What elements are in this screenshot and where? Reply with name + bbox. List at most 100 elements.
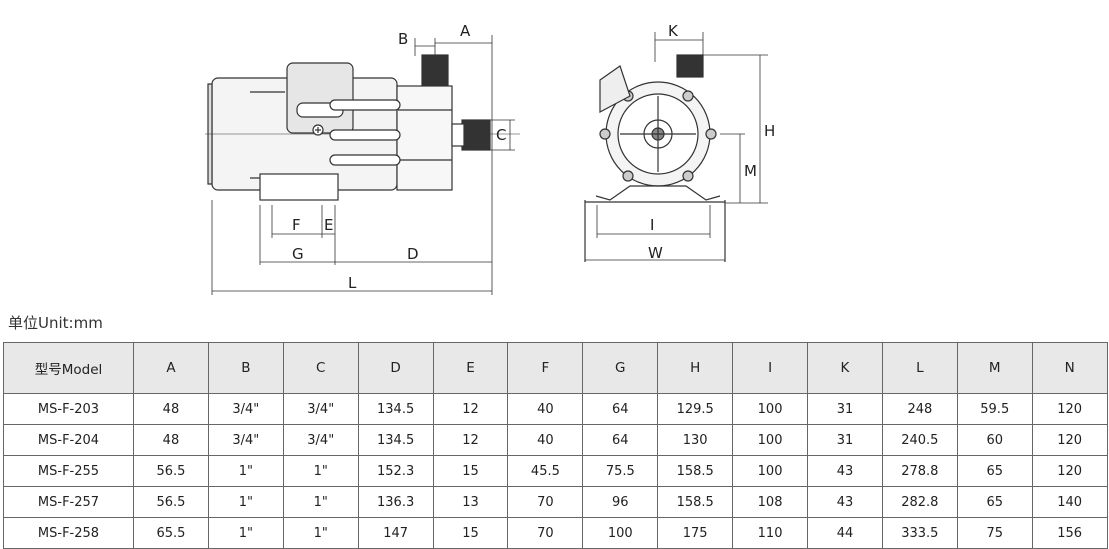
- table-cell: 3/4": [282, 393, 359, 425]
- table-cell: 70: [507, 517, 584, 549]
- table-cell: 1": [207, 486, 284, 518]
- dim-label-a: A: [460, 22, 471, 40]
- table-cell: 12: [432, 393, 509, 425]
- dim-label-e: E: [324, 216, 333, 234]
- header-model: 型号Model: [3, 342, 134, 394]
- dim-label-m: M: [744, 162, 757, 180]
- table-cell: 70: [507, 486, 584, 518]
- dim-label-f: F: [292, 216, 301, 234]
- table-cell: 56.5: [133, 486, 209, 518]
- table-cell: 129.5: [657, 393, 734, 425]
- dim-label-i: I: [650, 216, 654, 234]
- header-i: I: [732, 342, 809, 394]
- header-k: K: [807, 342, 883, 394]
- table-cell: 3/4": [207, 424, 284, 456]
- table-cell: 140: [1031, 486, 1108, 518]
- table-cell: 44: [807, 517, 883, 549]
- table-cell-model: MS-F-203: [3, 393, 134, 425]
- table-cell-model: MS-F-258: [3, 517, 134, 549]
- side-view: A B C D E F G L: [205, 22, 520, 295]
- dim-label-k: K: [668, 22, 679, 40]
- table-cell: 15: [432, 455, 509, 487]
- table-cell: 65: [956, 486, 1033, 518]
- header-d: D: [357, 342, 434, 394]
- table-cell: 147: [357, 517, 434, 549]
- table-cell: 65: [956, 455, 1033, 487]
- dim-label-l: L: [348, 274, 357, 292]
- front-view-labels: K H M I W: [648, 22, 775, 262]
- table-cell: 13: [432, 486, 509, 518]
- table-cell: 158.5: [657, 455, 734, 487]
- header-l: L: [881, 342, 958, 394]
- table-cell: 1": [207, 517, 284, 549]
- table-cell-model: MS-F-204: [3, 424, 134, 456]
- table-cell: 65.5: [133, 517, 209, 549]
- table-cell: 156: [1031, 517, 1108, 549]
- table-cell: 56.5: [133, 455, 209, 487]
- table-cell: 120: [1031, 424, 1108, 456]
- header-c: C: [282, 342, 359, 394]
- table-cell: 134.5: [357, 424, 434, 456]
- table-cell: 40: [507, 424, 584, 456]
- header-b: B: [207, 342, 284, 394]
- header-h: H: [657, 342, 734, 394]
- table-cell: 333.5: [881, 517, 958, 549]
- table-cell: 75: [956, 517, 1033, 549]
- pump-dimension-drawing: A B C D E F G L: [205, 22, 775, 295]
- table-cell: 1": [282, 455, 359, 487]
- terminal-box: [286, 62, 354, 134]
- table-cell: 248: [881, 393, 958, 425]
- dim-label-c: C: [496, 126, 506, 144]
- table-cell: 31: [807, 424, 883, 456]
- dim-label-w: W: [648, 244, 663, 262]
- table-cell: 1": [207, 455, 284, 487]
- table-cell: 282.8: [881, 486, 958, 518]
- table-cell: 120: [1031, 455, 1108, 487]
- table-cell: 108: [732, 486, 809, 518]
- table-cell-model: MS-F-255: [3, 455, 134, 487]
- table-cell: 3/4": [207, 393, 284, 425]
- table-cell: 96: [582, 486, 659, 518]
- header-m: M: [956, 342, 1033, 394]
- table-cell: 120: [1031, 393, 1108, 425]
- table-cell: 48: [133, 424, 209, 456]
- header-e: E: [432, 342, 509, 394]
- table-cell: 15: [432, 517, 509, 549]
- table-cell: 100: [732, 393, 809, 425]
- spec-table: 型号Model A B C D E F G H I K L M N MS-F-2…: [3, 342, 1108, 549]
- table-cell: 31: [807, 393, 883, 425]
- table-cell-model: MS-F-257: [3, 486, 134, 518]
- table-cell: 136.3: [357, 486, 434, 518]
- base-foot: [259, 173, 339, 201]
- table-cell: 1": [282, 486, 359, 518]
- table-cell: 175: [657, 517, 734, 549]
- table-cell: 45.5: [507, 455, 584, 487]
- header-n: N: [1031, 342, 1108, 394]
- table-cell: 64: [582, 424, 659, 456]
- table-cell: 130: [657, 424, 734, 456]
- header-a: A: [133, 342, 209, 394]
- table-cell: 152.3: [357, 455, 434, 487]
- pump-bracket: [396, 85, 453, 191]
- table-cell: 12: [432, 424, 509, 456]
- front-outlet-port: [676, 54, 704, 78]
- table-cell: 278.8: [881, 455, 958, 487]
- table-cell: 240.5: [881, 424, 958, 456]
- table-cell: 48: [133, 393, 209, 425]
- dim-label-h: H: [764, 122, 775, 140]
- table-cell: 110: [732, 517, 809, 549]
- table-cell: 158.5: [657, 486, 734, 518]
- dim-label-g: G: [292, 245, 304, 263]
- table-cell: 60: [956, 424, 1033, 456]
- dim-label-d: D: [407, 245, 419, 263]
- front-view: K H M I W: [584, 22, 775, 262]
- table-cell: 64: [582, 393, 659, 425]
- header-f: F: [507, 342, 584, 394]
- inlet-port: [461, 119, 491, 151]
- unit-label: 单位Unit:mm: [8, 314, 103, 332]
- table-cell: 3/4": [282, 424, 359, 456]
- table-cell: 1": [282, 517, 359, 549]
